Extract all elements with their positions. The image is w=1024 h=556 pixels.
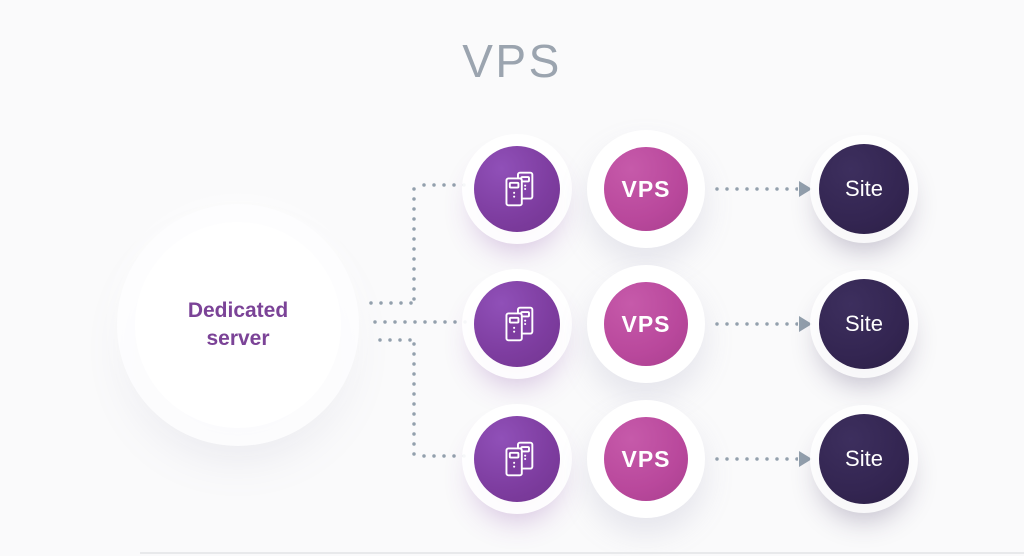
server-node-1 bbox=[474, 146, 560, 232]
site-node-1: Site bbox=[819, 144, 909, 234]
site-label: Site bbox=[845, 176, 883, 201]
server-towers-icon bbox=[505, 441, 534, 477]
arrow-right-icon bbox=[799, 451, 812, 467]
connector-vertical-up bbox=[412, 184, 416, 304]
arrow-right-icon bbox=[799, 316, 812, 332]
connector-vps-site-1 bbox=[712, 187, 798, 191]
connector-hub-bottom bbox=[375, 338, 417, 342]
server-towers-icon bbox=[505, 171, 534, 207]
connector-hub-middle bbox=[370, 320, 470, 324]
footer-divider bbox=[140, 552, 1024, 554]
site-node-3: Site bbox=[819, 414, 909, 504]
vps-node-3: VPS bbox=[604, 417, 688, 501]
arrow-right-icon bbox=[799, 181, 812, 197]
connector-hub-top bbox=[366, 301, 416, 305]
vps-node-1: VPS bbox=[604, 147, 688, 231]
connector-vps-site-2 bbox=[712, 322, 798, 326]
site-label: Site bbox=[845, 446, 883, 471]
vps-label: VPS bbox=[621, 445, 671, 472]
diagram-title: VPS bbox=[462, 35, 562, 87]
site-node-2: Site bbox=[819, 279, 909, 369]
site-label: Site bbox=[845, 311, 883, 336]
connector-top-row bbox=[419, 183, 471, 187]
server-node-3 bbox=[474, 416, 560, 502]
connector-vertical-down bbox=[412, 339, 416, 457]
connector-vps-site-3 bbox=[712, 457, 798, 461]
vps-label: VPS bbox=[621, 310, 671, 337]
vps-node-2: VPS bbox=[604, 282, 688, 366]
server-towers-icon bbox=[505, 306, 534, 342]
dedicated-server-node: Dedicated server bbox=[135, 222, 341, 428]
connector-bottom-row bbox=[419, 454, 469, 458]
vps-label: VPS bbox=[621, 175, 671, 202]
dedicated-server-label: Dedicated server bbox=[187, 298, 289, 350]
server-node-2 bbox=[474, 281, 560, 367]
